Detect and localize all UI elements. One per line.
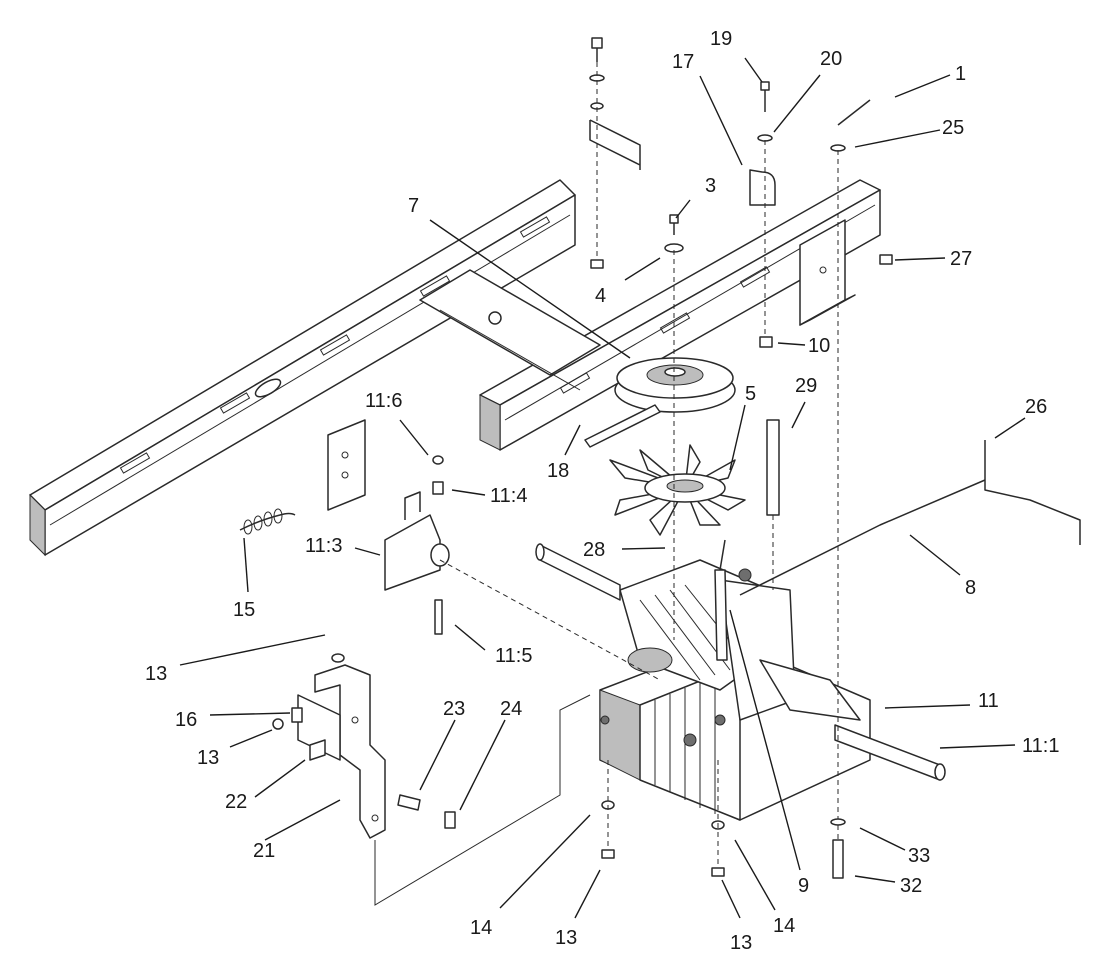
callout-24: 24 bbox=[500, 698, 522, 720]
callout-11-6: 11:6 bbox=[365, 390, 402, 412]
assembly-line-2 bbox=[374, 694, 591, 906]
callout-18: 18 bbox=[547, 460, 569, 482]
part-21-bracket bbox=[314, 664, 386, 839]
callout-8: 8 bbox=[965, 577, 976, 599]
callout-11-1: 11:1 bbox=[1022, 735, 1059, 757]
callout-21: 21 bbox=[253, 840, 275, 862]
callout-11: 11 bbox=[978, 690, 999, 712]
callout-4: 4 bbox=[595, 285, 606, 307]
callout-25: 25 bbox=[942, 117, 964, 139]
hardware bbox=[589, 37, 893, 879]
top-clamp-bracket bbox=[589, 119, 641, 170]
callout-29: 29 bbox=[795, 375, 817, 397]
part-8-link-rod bbox=[739, 479, 986, 596]
part-17-bracket bbox=[749, 169, 776, 206]
callout-11-5: 11:5 bbox=[495, 645, 532, 667]
assembly-line-1 bbox=[439, 559, 661, 681]
callout-1: 1 bbox=[955, 63, 966, 85]
callout-22: 22 bbox=[225, 791, 247, 813]
callout-11-3: 11:3 bbox=[305, 535, 342, 557]
callout-32: 32 bbox=[900, 875, 922, 897]
callout-15: 15 bbox=[233, 599, 255, 621]
callout-labels: 1 3 4 5 7 8 9 10 11 11:1 11:3 11:4 11:5 … bbox=[145, 28, 1059, 954]
callout-33: 33 bbox=[908, 845, 930, 867]
callout-27: 27 bbox=[950, 248, 972, 270]
callout-7: 7 bbox=[408, 195, 419, 217]
part-11-3-bracket bbox=[384, 491, 450, 591]
callout-9: 9 bbox=[798, 875, 809, 897]
callout-19: 19 bbox=[710, 28, 732, 50]
part-15-spring bbox=[239, 508, 296, 535]
hardware-lower-left bbox=[272, 653, 456, 829]
cross-member bbox=[419, 269, 601, 391]
callout-13-b: 13 bbox=[197, 747, 219, 769]
callout-23: 23 bbox=[443, 698, 465, 720]
callout-14-a: 14 bbox=[470, 917, 492, 939]
callout-20: 20 bbox=[820, 48, 842, 70]
callout-10: 10 bbox=[808, 335, 830, 357]
leader-lines bbox=[179, 57, 1026, 919]
callout-11-4: 11:4 bbox=[490, 485, 527, 507]
part-11-4-bushing bbox=[432, 455, 444, 495]
plate-bracket-upper bbox=[327, 419, 366, 511]
callout-14-b: 14 bbox=[773, 915, 795, 937]
part-11-5-bolt bbox=[434, 599, 443, 635]
axle-left bbox=[535, 543, 621, 601]
part-5-fan bbox=[609, 444, 746, 536]
transaxle-housing bbox=[599, 559, 871, 821]
callout-13-a: 13 bbox=[145, 663, 167, 685]
callout-13-c: 13 bbox=[555, 927, 577, 949]
frame-rail-left bbox=[29, 179, 576, 557]
part-9-control-arm bbox=[714, 539, 728, 661]
part-18-key bbox=[584, 404, 661, 448]
callout-5: 5 bbox=[745, 383, 756, 405]
part-11-1-axle bbox=[834, 724, 946, 781]
callout-28: 28 bbox=[583, 539, 605, 561]
callout-3: 3 bbox=[705, 175, 716, 197]
callout-17: 17 bbox=[672, 51, 694, 73]
part-7-pulley bbox=[614, 357, 736, 413]
callout-26: 26 bbox=[1025, 396, 1047, 418]
bracket-21-side bbox=[297, 694, 341, 761]
mount-bracket-right bbox=[799, 219, 856, 326]
callout-13-d: 13 bbox=[730, 932, 752, 954]
callout-16: 16 bbox=[175, 709, 197, 731]
part-26-rod bbox=[984, 440, 1081, 545]
